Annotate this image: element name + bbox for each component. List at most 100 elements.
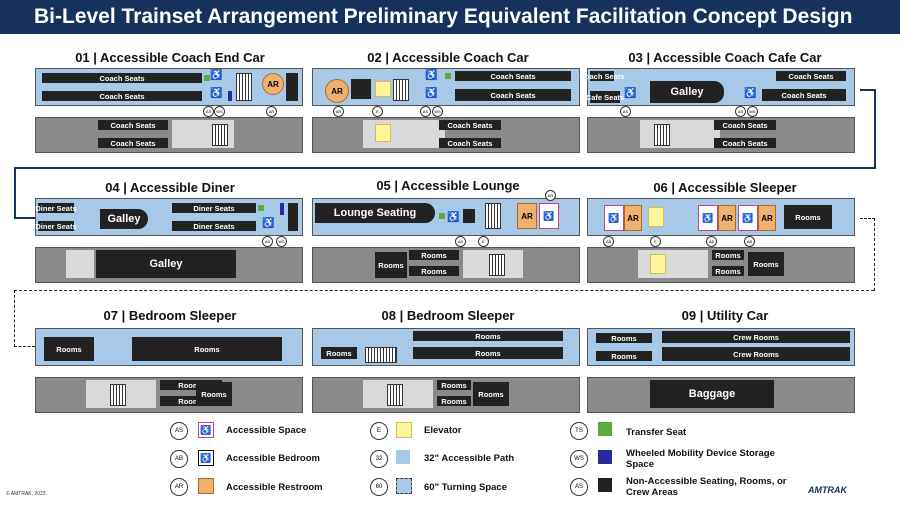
car03-tag-as-2: AS	[735, 106, 746, 117]
car06-restroom-3: AR	[758, 205, 776, 231]
legend-60-tag: 60	[370, 478, 388, 496]
car02-coach-seats-upper: Coach Seats	[455, 71, 571, 81]
car05-tag-e: E	[478, 236, 489, 247]
car-title-09: 09 | Utility Car	[681, 308, 769, 323]
car-title-06: 06 | Accessible Sleeper	[653, 180, 797, 195]
car04-lower-galley: Galley	[96, 250, 236, 278]
car06-lower-elevator	[650, 254, 666, 274]
legend-elevator-swatch	[396, 422, 412, 438]
car04-diner-seats-b: Diner Seats	[35, 221, 77, 231]
car01-accessible-space-icon: ♿	[210, 88, 223, 99]
legend-ts-tag: TS	[570, 422, 588, 440]
car05-lower-deck: Rooms Rooms Rooms	[312, 247, 580, 283]
car05-upper-deck: Lounge Seating ♿ AR ♿	[312, 198, 580, 236]
car08-rooms-c: Rooms	[413, 347, 563, 359]
legend-accessible-path: 32" Accessible Path	[424, 453, 515, 464]
car01-tag-ws: WS	[214, 106, 225, 117]
car04-diner-seats-c: Diner Seats	[172, 203, 256, 213]
car06-accessible-bedroom-2: ♿	[698, 205, 718, 231]
car03-lower-stairs	[654, 124, 670, 146]
car06-lower-rooms-a: Rooms	[712, 250, 744, 260]
car07-rooms-b: Rooms	[132, 337, 282, 361]
car06-rooms: Rooms	[784, 205, 832, 229]
car09-baggage: Baggage	[650, 380, 774, 408]
car02-tag-as: AS	[420, 106, 431, 117]
car01-transfer-seat	[204, 75, 210, 81]
car-title-01: 01 | Accessible Coach End Car	[75, 50, 265, 65]
car02-transfer-seat	[445, 73, 451, 79]
car08-lower-rooms-c: Rooms	[473, 382, 509, 406]
car04-galley: Galley	[100, 209, 148, 229]
legend-transfer-seat: Transfer Seat	[626, 427, 687, 438]
car05-accessible-restroom: AR	[517, 203, 537, 229]
car06-accessible-bedroom-3: ♿	[738, 205, 758, 231]
car05-lower-stairs	[489, 254, 505, 276]
car01-accessible-restroom: AR	[262, 73, 284, 95]
car03-galley: Galley	[650, 81, 724, 103]
car01-coach-seats-upper: Coach Seats	[42, 73, 202, 83]
car05-lounge-seating: Lounge Seating	[315, 203, 435, 223]
car09-upper-deck: Rooms Rooms Crew Rooms Crew Rooms	[587, 328, 855, 366]
car02-accessible-space-icon: ♿	[425, 70, 438, 81]
legend-path-swatch	[396, 450, 410, 464]
car07-lower-rooms-a: Rooms	[160, 380, 222, 390]
legend-accessible-space-icon: ♿	[198, 422, 214, 438]
car01-end-block	[286, 73, 298, 101]
car04-end-block	[288, 203, 298, 231]
car06-lower-rooms-c: Rooms	[748, 252, 784, 276]
car02-lower-deck: Coach Seats Coach Seats	[312, 117, 580, 153]
car02-stairs	[393, 79, 409, 101]
car06-restroom-1: AR	[624, 205, 642, 231]
car03-cafe-seats: Cafe Seats	[585, 91, 625, 103]
car02-tag-e: E	[372, 106, 383, 117]
copyright-footnote: © AMTRAK, 2023.	[6, 491, 47, 497]
car01-stairs	[236, 73, 252, 101]
legend-wheeled-storage: Wheeled Mobility Device Storage Space	[626, 448, 775, 470]
legend-e-tag: E	[370, 422, 388, 440]
car01-tag-ar: AR	[266, 106, 277, 117]
legend-na-tag: AS	[570, 478, 588, 496]
car05-block	[463, 209, 475, 223]
car04-lower-vestibule	[66, 250, 94, 278]
car04-tag-ws: WS	[276, 236, 287, 247]
route-line	[14, 290, 874, 291]
car07-lower-stairs	[110, 384, 126, 406]
car02-lower-coach-seats-a: Coach Seats	[439, 120, 501, 130]
car09-rooms-a: Rooms	[596, 333, 652, 343]
car09-rooms-b: Rooms	[596, 351, 652, 361]
car02-lower-coach-seats-b: Coach Seats	[439, 138, 501, 148]
car05-tag-as: AS	[455, 236, 466, 247]
legend-as-tag: AS	[170, 422, 188, 440]
car08-rooms-b: Rooms	[413, 331, 563, 341]
car04-storage-space	[280, 203, 284, 215]
car02-upper-deck: AR ♿ ♿ Coach Seats Coach Seats	[312, 68, 580, 106]
car06-tag-ab-2: AB	[706, 236, 717, 247]
car07-lower-deck: Rooms Rooms Rooms	[35, 377, 303, 413]
car06-elevator	[648, 207, 664, 227]
car09-lower-deck: Baggage	[587, 377, 855, 413]
car09-crew-rooms-a: Crew Rooms	[662, 331, 850, 343]
legend-turning-swatch	[396, 478, 412, 494]
car06-accessible-bedroom-1: ♿	[604, 205, 624, 231]
car05-tag-ar: AR	[545, 190, 556, 201]
car04-diner-seats-a: Diner Seats	[35, 203, 77, 213]
car05-lower-rooms-b: Rooms	[409, 250, 459, 260]
route-line	[14, 167, 874, 169]
car01-lower-coach-seats-a: Coach Seats	[98, 120, 168, 130]
car06-lower-vestibule	[638, 250, 708, 278]
car-title-05: 05 | Accessible Lounge	[376, 178, 520, 193]
car06-restroom-2: AR	[718, 205, 736, 231]
car-title-08: 08 | Bedroom Sleeper	[381, 308, 515, 323]
legend-turning-space: 60" Turning Space	[424, 482, 507, 493]
car02-elevator	[375, 81, 391, 97]
car04-transfer-seat	[258, 205, 264, 211]
car03-lower-coach-seats-a: Coach Seats	[714, 120, 776, 130]
car03-tag-ws: WS	[747, 106, 758, 117]
car05-transfer-seat	[439, 213, 445, 219]
legend-storage-swatch	[598, 450, 612, 464]
car06-tag-ab: AB	[603, 236, 614, 247]
car-title-07: 07 | Bedroom Sleeper	[103, 308, 237, 323]
route-line	[14, 290, 35, 347]
legend-transfer-swatch	[598, 422, 612, 436]
car03-coach-seats-lower: Coach Seats	[762, 89, 846, 101]
